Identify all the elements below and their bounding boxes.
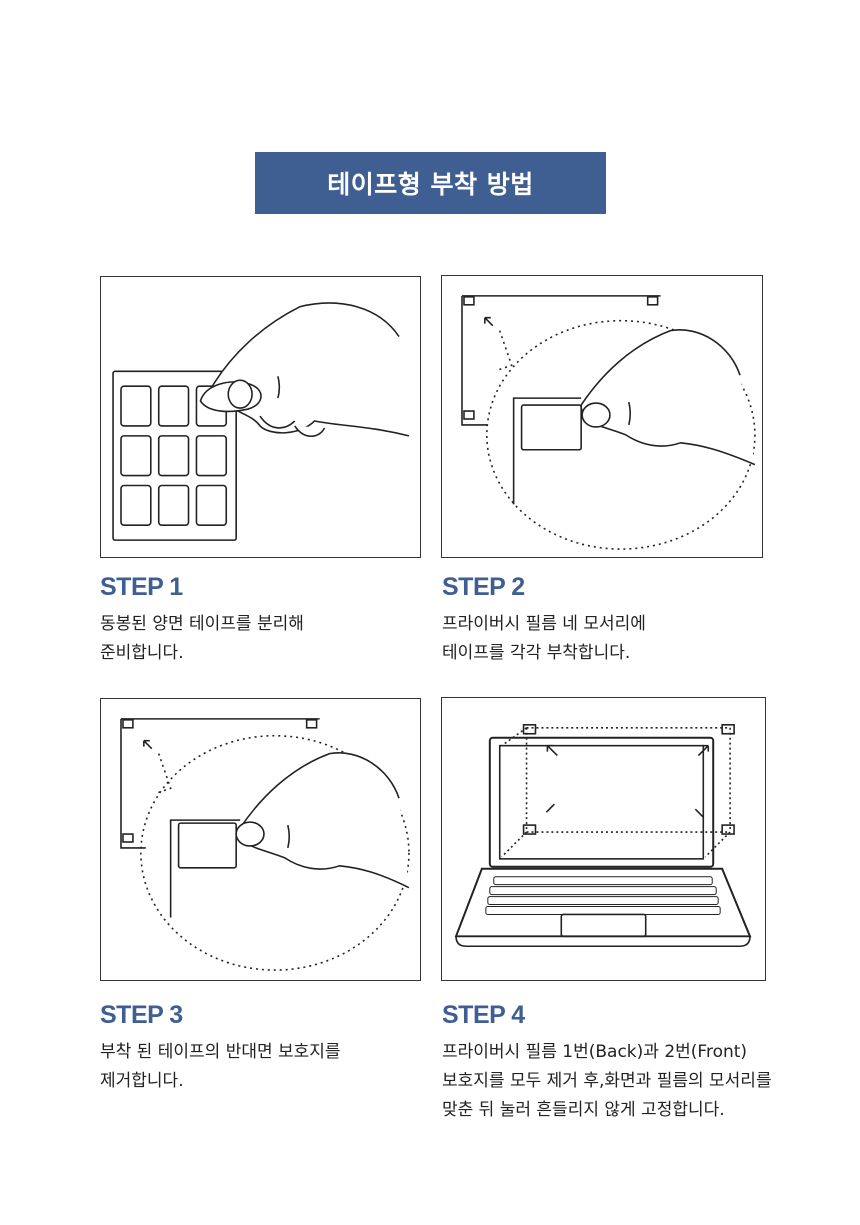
step-label: STEP 4	[442, 1001, 525, 1029]
step-description: 부착 된 테이프의 반대면 보호지를 제거합니다.	[100, 1038, 341, 1096]
description-line: 맞춘 뒤 눌러 흔들리지 않게 고정합니다.	[442, 1100, 725, 1120]
step-3: STEP 3 부착 된 테이프의 반대면 보호지를 제거합니다.	[100, 1000, 341, 1096]
step-description: 동봉된 양면 테이프를 분리해 준비합니다.	[100, 610, 304, 668]
step-label: STEP 3	[100, 1001, 183, 1029]
step-3-illustration	[100, 698, 421, 981]
description-line: 동봉된 양면 테이프를 분리해	[100, 614, 304, 634]
step-label: STEP 1	[100, 573, 183, 601]
description-line: 준비합니다.	[100, 643, 184, 663]
step-1-illustration	[100, 276, 421, 558]
description-line: 부착 된 테이프의 반대면 보호지를	[100, 1042, 341, 1062]
step-2: STEP 2 프라이버시 필름 네 모서리에 테이프를 각각 부착합니다.	[442, 572, 646, 668]
step-4-illustration	[441, 697, 766, 981]
step-label: STEP 2	[442, 573, 525, 601]
step-4: STEP 4 프라이버시 필름 1번(Back)과 2번(Front) 보호지를…	[442, 1000, 772, 1125]
step-description: 프라이버시 필름 네 모서리에 테이프를 각각 부착합니다.	[442, 610, 646, 668]
hand-icon	[199, 302, 410, 438]
page-title: 테이프형 부착 방법	[255, 152, 606, 214]
laptop-icon	[454, 724, 752, 948]
step-1: STEP 1 동봉된 양면 테이프를 분리해 준비합니다.	[100, 572, 304, 668]
description-line: 제거합니다.	[100, 1071, 184, 1091]
description-line: 프라이버시 필름 1번(Back)과 2번(Front)	[442, 1042, 748, 1062]
description-line: 보호지를 모두 제거 후,화면과 필름의 모서리를	[442, 1071, 772, 1091]
step-2-illustration	[441, 275, 763, 558]
description-line: 프라이버시 필름 네 모서리에	[442, 614, 646, 634]
description-line: 테이프를 각각 부착합니다.	[442, 643, 631, 663]
step-description: 프라이버시 필름 1번(Back)과 2번(Front) 보호지를 모두 제거 …	[442, 1038, 772, 1125]
